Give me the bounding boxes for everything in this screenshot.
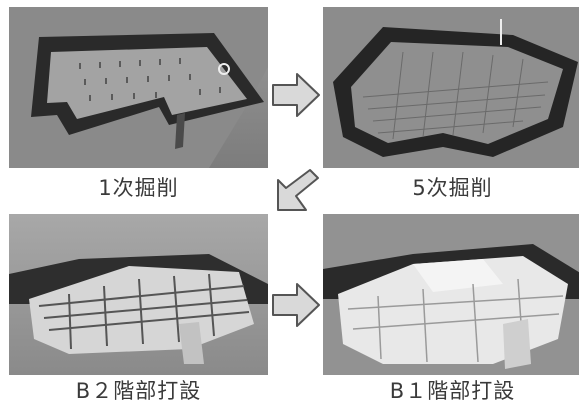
arrow-right-icon <box>272 283 320 327</box>
step-4-caption: B１階部打設 <box>389 379 516 403</box>
arrow-right-icon <box>272 73 320 117</box>
step-2-caption: 5次掘削 <box>412 176 493 200</box>
step-2-excavation-image <box>323 7 579 168</box>
step-3-b2-floor-image <box>9 214 268 375</box>
step-1-excavation-image <box>9 7 268 168</box>
step-4-b1-floor-image <box>323 214 579 375</box>
step-1-caption: 1次掘削 <box>98 176 179 200</box>
arrow-down-left-icon <box>277 169 319 211</box>
step-3-caption: B２階部打設 <box>75 379 202 403</box>
